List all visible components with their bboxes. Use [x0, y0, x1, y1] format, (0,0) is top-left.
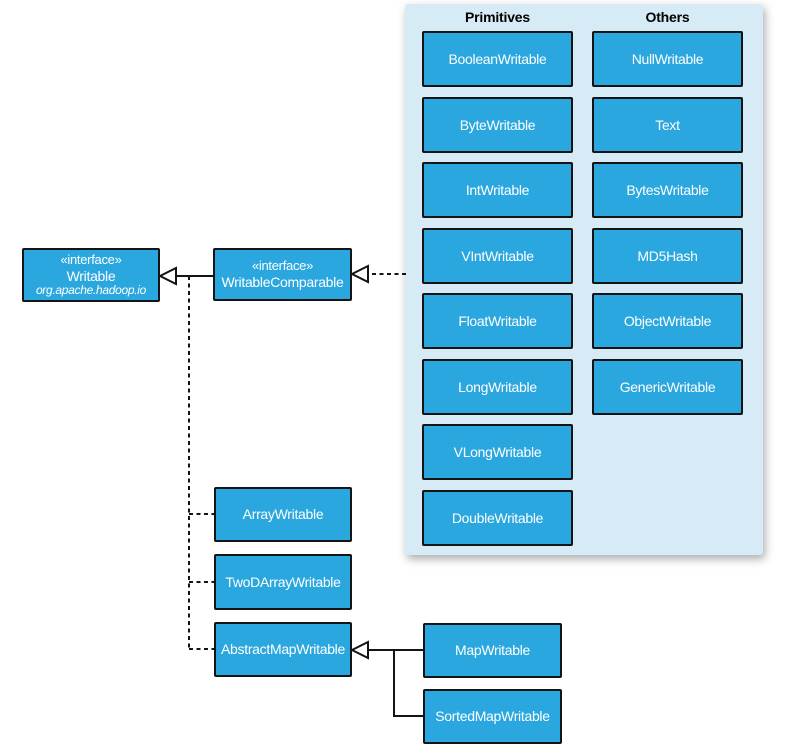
class-box-bytewritable: ByteWritable [422, 97, 573, 153]
class-label: WritableComparable [221, 273, 344, 290]
class-box-writablecomparable: «interface» WritableComparable [213, 248, 352, 301]
class-box-longwritable: LongWritable [422, 359, 573, 415]
extends-arrow-writablecomparable-to-writable [157, 266, 213, 286]
class-label: Writable [66, 267, 116, 284]
class-box-booleanwritable: BooleanWritable [422, 31, 573, 87]
class-box-nullwritable: NullWritable [592, 31, 743, 87]
class-box-mapwritable: MapWritable [423, 623, 562, 678]
panel-column-header-primitives: Primitives [465, 9, 530, 25]
class-box-vintwritable: VIntWritable [422, 228, 573, 284]
stereotype-label: «interface» [251, 257, 314, 273]
class-box-text: Text [592, 97, 743, 153]
class-box-abstractmapwritable: AbstractMapWritable [214, 622, 352, 677]
class-box-arraywritable: ArrayWritable [214, 487, 352, 542]
implements-arrow-panel-to-writablecomparable [349, 264, 406, 284]
class-box-byteswritable: BytesWritable [592, 162, 743, 218]
class-box-sortedmapwritable: SortedMapWritable [423, 689, 562, 744]
class-box-objectwritable: ObjectWritable [592, 293, 743, 349]
implements-lines-writable-implementors [188, 276, 214, 650]
hollow-triangle-icon [349, 264, 369, 284]
extends-arrows-map-subclasses [349, 640, 423, 717]
package-label: org.apache.hadoop.io [35, 282, 147, 297]
panel-column-header-others: Others [645, 9, 690, 25]
class-box-genericwritable: GenericWritable [592, 359, 743, 415]
class-box-floatwritable: FloatWritable [422, 293, 573, 349]
stereotype-label: «interface» [60, 251, 122, 267]
hollow-triangle-icon [349, 640, 369, 660]
hollow-triangle-icon [157, 266, 177, 286]
class-box-twodarraywritable: TwoDArrayWritable [214, 554, 352, 610]
class-box-doublewritable: DoubleWritable [422, 490, 573, 546]
class-box-vlongwritable: VLongWritable [422, 424, 573, 480]
class-box-md5hash: MD5Hash [592, 228, 743, 284]
class-box-intwritable: IntWritable [422, 162, 573, 218]
class-box-writable: «interface» Writable org.apache.hadoop.i… [22, 248, 160, 302]
